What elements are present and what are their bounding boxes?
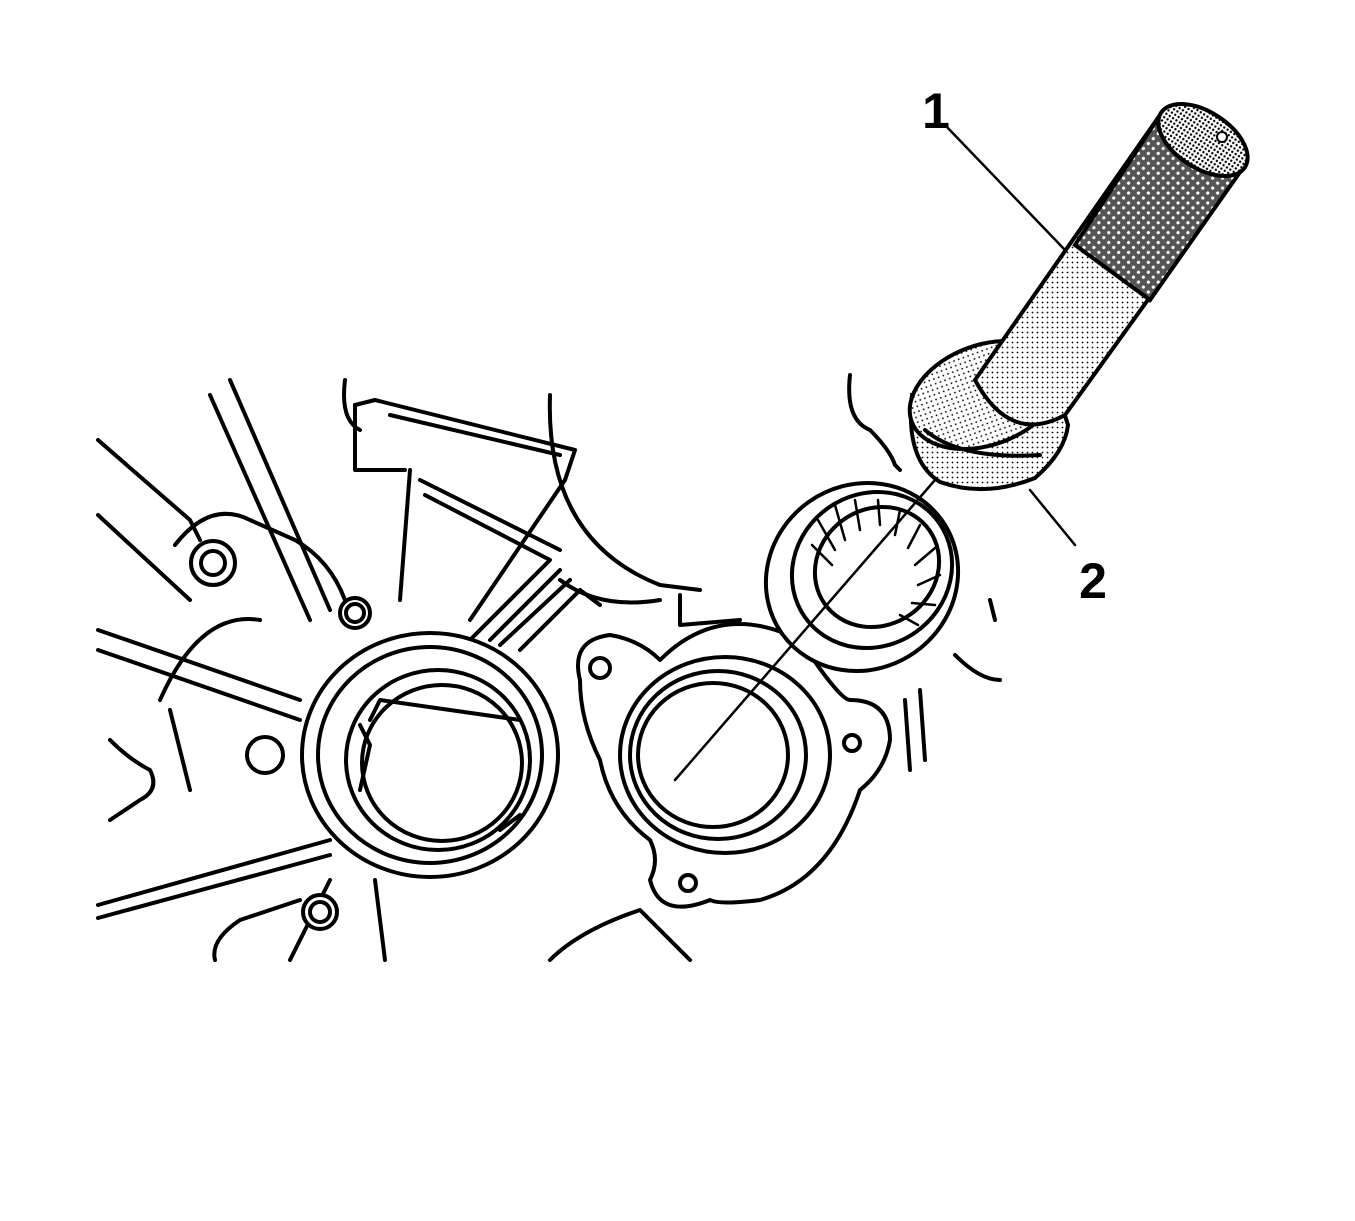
installation-axis-line [673, 478, 937, 782]
right-bore-flange [576, 622, 892, 909]
callout-2: 2 [1079, 553, 1107, 609]
callout-1: 1 [922, 83, 950, 139]
leader-line-1 [943, 123, 1067, 252]
bearing-installer-tool [907, 102, 1250, 492]
left-bore [300, 631, 560, 879]
roller-bearing [763, 480, 961, 674]
transmission-case [96, 373, 1002, 962]
leader-line-2 [1028, 488, 1077, 547]
